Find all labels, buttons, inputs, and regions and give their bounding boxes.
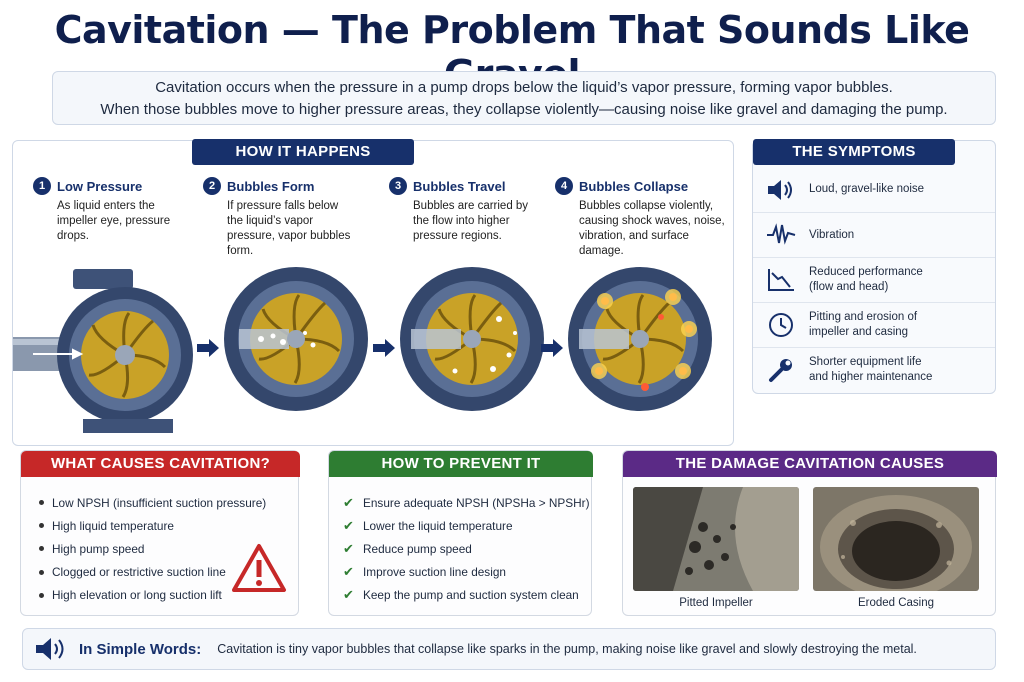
cause-item: High pump speed xyxy=(39,537,266,560)
intro-box: Cavitation occurs when the pressure in a… xyxy=(52,71,996,125)
symptom-item: Vibration xyxy=(753,212,995,257)
symptoms-heading: THE SYMPTOMS xyxy=(753,139,955,165)
step-title: Low Pressure xyxy=(57,178,143,194)
damage-panel: THE DAMAGE CAVITATION CAUSES Pitted Impe… xyxy=(622,450,997,616)
step-3: 3 Bubbles Travel Bubbles are carried by … xyxy=(389,177,549,244)
symptom-text-detail: impeller and casing xyxy=(809,326,909,338)
step-title: Bubbles Form xyxy=(227,178,315,194)
pump-bubbles-collapse-illustration xyxy=(568,267,712,411)
symptoms-panel: THE SYMPTOMS Loud, gravel-like noise Vib… xyxy=(752,139,996,394)
step-number: 1 xyxy=(33,177,51,195)
symptom-text-detail: (flow and head) xyxy=(809,281,889,293)
how-it-happens-heading: HOW IT HAPPENS xyxy=(192,139,414,165)
step-title: Bubbles Travel xyxy=(413,178,506,194)
symptom-text-detail: and higher maintenance xyxy=(809,371,933,383)
pump-bubbles-travel-illustration xyxy=(400,267,544,411)
photo-caption: Pitted Impeller xyxy=(679,597,753,609)
pump-bubbles-form-illustration xyxy=(224,267,368,411)
how-it-happens-panel: HOW IT HAPPENS 1 Low Pressure As liquid … xyxy=(12,139,734,446)
checkmark-icon: ✔ xyxy=(343,540,354,556)
step-1: 1 Low Pressure As liquid enters the impe… xyxy=(33,177,193,244)
symptom-text: Vibration xyxy=(809,228,855,241)
symptom-text: Reduced performance xyxy=(809,266,923,278)
symptom-text: Pitting and erosion of xyxy=(809,311,918,323)
cause-item: High liquid temperature xyxy=(39,514,266,537)
cause-item: High elevation or long suction lift xyxy=(39,584,266,607)
waveform-icon xyxy=(767,223,796,245)
step-description: As liquid enters the impeller eye, press… xyxy=(57,200,171,242)
step-number: 2 xyxy=(203,177,221,195)
prevention-item: ✔Keep the pump and suction system clean xyxy=(343,587,579,603)
prevention-item: ✔Lower the liquid temperature xyxy=(343,517,513,533)
step-title: Bubbles Collapse xyxy=(579,178,689,194)
prevention-item: ✔Reduce pump speed xyxy=(343,540,472,556)
pitted-impeller-photo xyxy=(633,487,799,591)
step-2: 2 Bubbles Form If pressure falls below t… xyxy=(203,177,363,259)
speaker-icon xyxy=(36,638,64,660)
step-description: If pressure falls below the liquid’s vap… xyxy=(227,200,351,257)
prevention-item: ✔Ensure adequate NPSH (NPSHa > NPSHr) xyxy=(343,494,590,510)
eroded-casing-photo xyxy=(813,487,979,591)
cause-item: Low NPSH (insufficient suction pressure) xyxy=(39,491,266,514)
symptom-item: Reduced performance (flow and head) xyxy=(753,257,995,302)
symptom-text: Shorter equipment life xyxy=(809,356,922,368)
checkmark-icon: ✔ xyxy=(343,494,354,510)
symptom-text: Loud, gravel-like noise xyxy=(809,183,925,195)
symptom-item: Pitting and erosion of impeller and casin… xyxy=(753,302,995,347)
causes-panel: WHAT CAUSES CAVITATION? Low NPSH (insuff… xyxy=(20,450,300,616)
checkmark-icon: ✔ xyxy=(343,517,354,533)
damage-heading: THE DAMAGE CAVITATION CAUSES xyxy=(623,451,997,477)
step-number: 3 xyxy=(389,177,407,195)
intro-line-2: When those bubbles move to higher pressu… xyxy=(100,101,948,118)
symptom-item: Shorter equipment life and higher mainten… xyxy=(753,347,995,392)
flow-arrow-icon xyxy=(197,339,219,357)
footer-text: Cavitation is tiny vapor bubbles that co… xyxy=(217,642,917,656)
checkmark-icon: ✔ xyxy=(343,587,354,603)
cause-item: Clogged or restrictive suction line xyxy=(39,561,266,584)
simple-words-footer: In Simple Words: Cavitation is tiny vapo… xyxy=(22,628,996,670)
step-4: 4 Bubbles Collapse Bubbles collapse viol… xyxy=(555,177,725,259)
step-description: Bubbles collapse violently, causing shoc… xyxy=(579,200,725,257)
checkmark-icon: ✔ xyxy=(343,564,354,580)
symptom-item: Loud, gravel-like noise xyxy=(753,167,995,212)
intro-line-1: Cavitation occurs when the pressure in a… xyxy=(155,79,893,96)
pump-low-pressure-illustration xyxy=(13,269,193,433)
step-number: 4 xyxy=(555,177,573,195)
step-description: Bubbles are carried by the flow into hig… xyxy=(413,200,529,242)
prevention-item: ✔Improve suction line design xyxy=(343,564,506,580)
warning-icon xyxy=(232,544,286,592)
flow-arrow-icon xyxy=(373,339,395,357)
photo-caption: Eroded Casing xyxy=(857,597,935,609)
wrench-icon xyxy=(769,359,792,382)
clock-icon xyxy=(769,313,793,337)
prevention-panel: HOW TO PREVENT IT ✔Ensure adequate NPSH … xyxy=(328,450,593,616)
footer-label: In Simple Words: xyxy=(79,640,202,658)
causes-heading: WHAT CAUSES CAVITATION? xyxy=(21,451,300,477)
speaker-icon xyxy=(768,179,792,200)
prevention-heading: HOW TO PREVENT IT xyxy=(329,451,593,477)
declining-chart-icon xyxy=(768,269,794,291)
flow-arrow-icon xyxy=(541,339,563,357)
